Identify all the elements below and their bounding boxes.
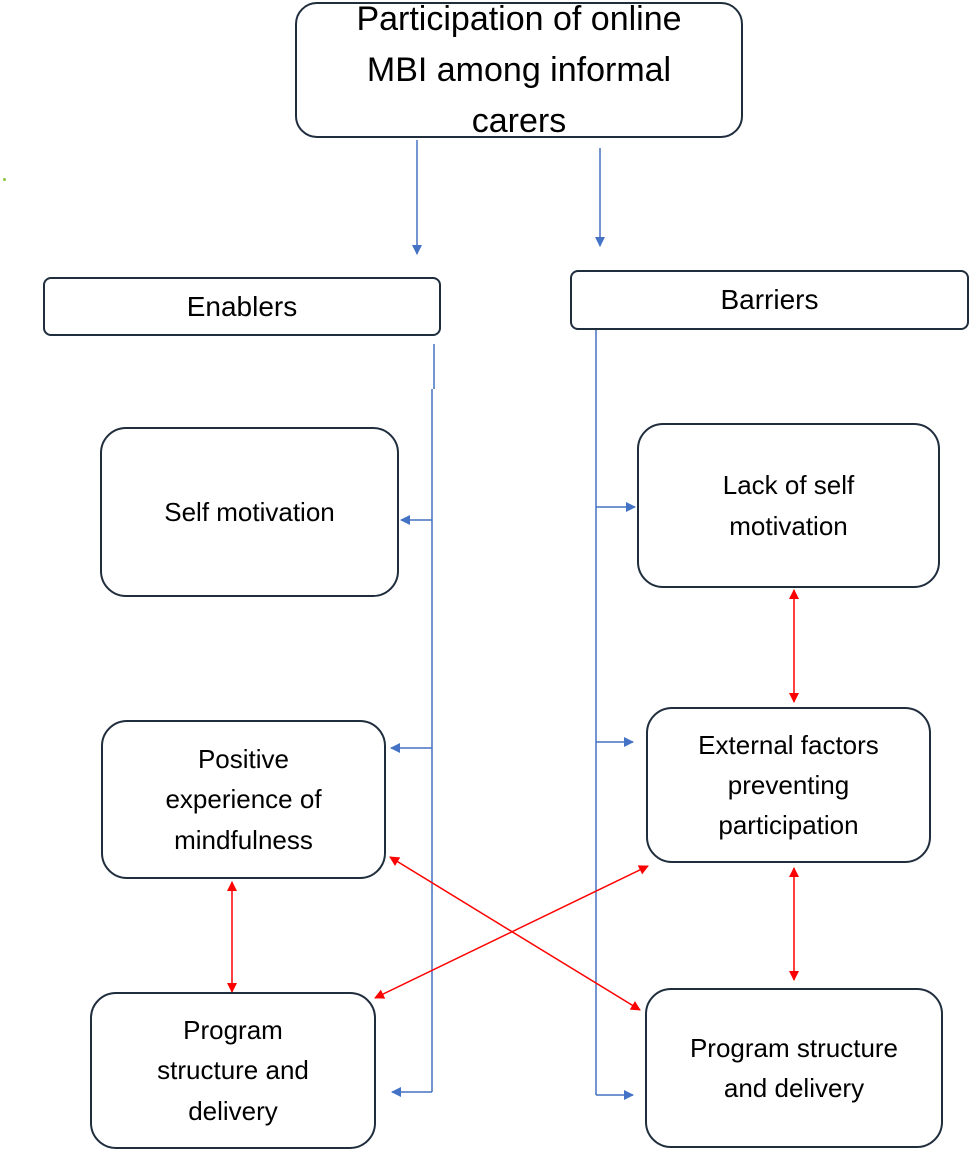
enabler-box-self-motivation: Self motivation xyxy=(100,427,399,597)
barrier-label-external-factors: External factors preventing participatio… xyxy=(698,729,879,841)
enabler-label-self-motivation: Self motivation xyxy=(164,496,335,527)
relation-positive-experience-program-structure-barrier xyxy=(389,856,641,1011)
barrier-box-lack-of-self-motivation: Lack of self motivation xyxy=(637,423,940,588)
barriers-header-box: Barriers xyxy=(570,270,969,330)
enablers-header-box: Enablers xyxy=(43,277,441,336)
enabler-label-program-structure: Program structure and delivery xyxy=(157,1015,309,1126)
barrier-label-lack-of-self-motivation: Lack of self motivation xyxy=(722,470,855,541)
barriers-header: Barriers xyxy=(720,284,819,315)
enabler-box-positive-experience: Positive experience of mindfulness xyxy=(101,720,386,879)
diagram-title: Participation of online MBI among inform… xyxy=(356,0,682,140)
diagram-title-box: Participation of online MBI among inform… xyxy=(295,0,743,140)
barrier-box-program-structure: Program structure and delivery xyxy=(645,988,943,1148)
stray-dot xyxy=(3,178,6,181)
enablers-header: Enablers xyxy=(186,290,298,322)
enabler-label-positive-experience: Positive experience of mindfulness xyxy=(165,744,322,855)
barrier-box-external-factors: External factors preventing participatio… xyxy=(646,707,931,863)
relation-external-factors-program-structure-enabler xyxy=(374,865,649,999)
barrier-label-program-structure: Program structure and delivery xyxy=(689,1032,899,1103)
enabler-box-program-structure: Program structure and delivery xyxy=(90,992,376,1149)
